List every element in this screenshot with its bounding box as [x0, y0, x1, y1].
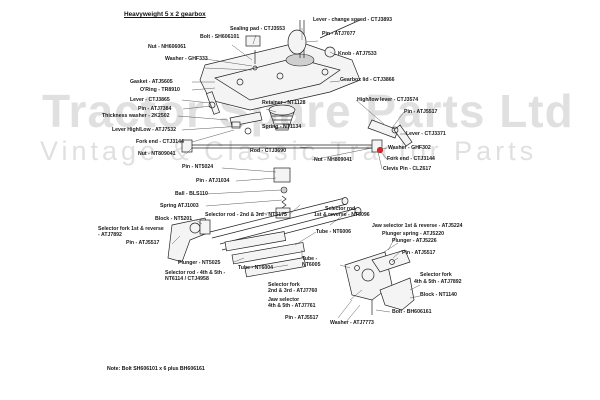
right-highlow-lever-part	[367, 119, 413, 153]
right-fork-assembly-part	[344, 249, 415, 315]
label-block-nt5201: Block - NT5201	[155, 216, 193, 222]
label-fork-1-rev-line1: Selector fork 1st & reverse	[98, 226, 164, 232]
label-tube-nt6005-line1: Tube -	[302, 256, 318, 262]
label-spring-nt1134: Spring - NT1134	[262, 124, 302, 130]
label-pin-atj7077: Pin - ATJ7077	[322, 31, 356, 37]
selector-rods-part	[209, 197, 362, 251]
label-fork-end-left: Fork end - CTJ3144	[136, 139, 184, 145]
label-rod-4-5-line1: Selector rod - 4th & 5th -	[165, 270, 226, 276]
label-pin-atj7384: Pin - ATJ7384	[138, 106, 172, 112]
label-fork-end-right: Fork end - CTJ3144	[387, 156, 435, 162]
label-thickness-washer: Thickness washer - 2K2502	[102, 113, 170, 119]
label-tube-nt6004: Tube - NT6004	[238, 265, 274, 271]
label-pin-nt5024: Pin - NT5024	[182, 164, 214, 170]
label-oring: O'Ring - TR8910	[140, 87, 180, 93]
label-knob: Knob - ATJ7533	[338, 51, 377, 57]
retainer-spring-part	[268, 104, 296, 131]
label-nut-nh809041: Nut - NH809041	[314, 157, 353, 163]
label-pin-atj5517-b: Pin - ATJ5517	[126, 240, 160, 246]
label-lever-ctj3371: Lever - CTJ3371	[406, 131, 446, 137]
left-levers-part	[205, 91, 263, 135]
label-washer-ghf302: Washer - GHF302	[388, 145, 431, 151]
label-jaw-1-rev: Jaw selector 1st & reverse - ATJ5224	[372, 223, 463, 229]
label-rod-ctj3690: Rod - CTJ3690	[250, 148, 287, 154]
leader-lines	[171, 28, 421, 323]
label-fork-4-5-line1: Selector fork	[420, 272, 452, 278]
label-washer-ghf333: Washer - GHF333	[165, 56, 208, 62]
watermark-tagline: Vintage & Classic Tractor Parts	[40, 136, 538, 166]
label-washer-atj7773: Washer - ATJ7773	[330, 320, 374, 326]
washer-ghf302-highlight	[377, 146, 384, 153]
label-pin-atj5517-d: Pin - ATJ5517	[285, 315, 319, 321]
detent-group-part	[273, 167, 291, 219]
bolt-note: Note: Bolt SH606101 x 6 plus BH606161	[107, 366, 205, 372]
label-selector-rod-1-rev-line1: Selector rod	[325, 206, 356, 212]
label-nut-nh606061: Nut - NH606061	[148, 44, 187, 50]
label-lever-change-speed: Lever - change speed - CTJ3893	[313, 17, 392, 23]
label-pin-atj1034: Pin - ATJ1034	[196, 178, 230, 184]
label-lever-highlow-left: Lever High/Low - ATJ7532	[112, 127, 176, 133]
label-tube-nt6005-line2: NT6005	[302, 262, 321, 268]
label-bolt-sh606101: Bolt - SH606101	[200, 34, 240, 40]
label-gearbox-lid: Gearbox lid - CTJ3866	[340, 77, 395, 83]
label-fork-2-3-line1: Selector fork	[268, 282, 300, 288]
gearbox-lid-part	[199, 41, 361, 111]
label-tube-nt6006: Tube - NT6006	[316, 229, 352, 235]
label-fork-1-rev-line2: - ATJ7892	[98, 232, 122, 238]
label-lever-ctj3865: Lever - CTJ3865	[130, 97, 170, 103]
label-selector-rod-1-rev-line2: 1st & reverse - NT5096	[314, 212, 370, 218]
label-sealing-pad: Sealing pad - CTJ3553	[230, 26, 286, 32]
label-clevis-pin: Clevis Pin - CLZ617	[383, 166, 432, 172]
label-pin-atj5517-a: Pin - ATJ5517	[404, 109, 438, 115]
label-gasket: Gasket - ATJ5605	[130, 79, 173, 85]
label-retainer-nt1128: Retainer - NT1128	[262, 100, 306, 106]
label-bolt-bh606161: Bolt - BH606161	[392, 309, 432, 315]
label-pin-atj5517-c: Pin - ATJ5517	[402, 250, 436, 256]
diagram-title: Heavyweight 5 x 2 gearbox	[124, 11, 206, 18]
label-selector-rod-2-3: Selector rod - 2nd & 3rd - NT5175	[205, 212, 287, 218]
label-fork-2-3-line2: 2nd & 3rd - ATJ7760	[268, 288, 318, 294]
label-block-nt1140: Block - NT1140	[420, 292, 457, 298]
label-highlow-lever-right: High/low lever - CTJ3574	[357, 97, 419, 103]
label-plunger-nt5025: Plunger - NT5025	[178, 260, 221, 266]
label-plunger-atj5226: Plunger - ATJ5226	[392, 238, 437, 244]
rod-part	[181, 139, 383, 153]
label-spring-atj1003: Spring ATJ1003	[160, 203, 199, 209]
sealing-pad-part	[245, 35, 261, 71]
label-ball-bls110: Ball - BLS110	[175, 191, 208, 197]
label-rod-4-5-line2: NT6114 / CTJ4958	[165, 276, 209, 282]
label-jaw-4-5-line2: 4th & 5th - ATJ7761	[268, 303, 316, 309]
left-selector-fork-part	[167, 217, 211, 263]
label-nut-nt809041: Nut - NT809041	[138, 151, 176, 157]
label-jaw-4-5-line1: Jaw selector	[268, 297, 300, 303]
label-plunger-spring: Plunger spring - ATJ5220	[382, 231, 444, 237]
label-fork-4-5-line2: 4th & 5th - ATJ7892	[414, 279, 462, 285]
